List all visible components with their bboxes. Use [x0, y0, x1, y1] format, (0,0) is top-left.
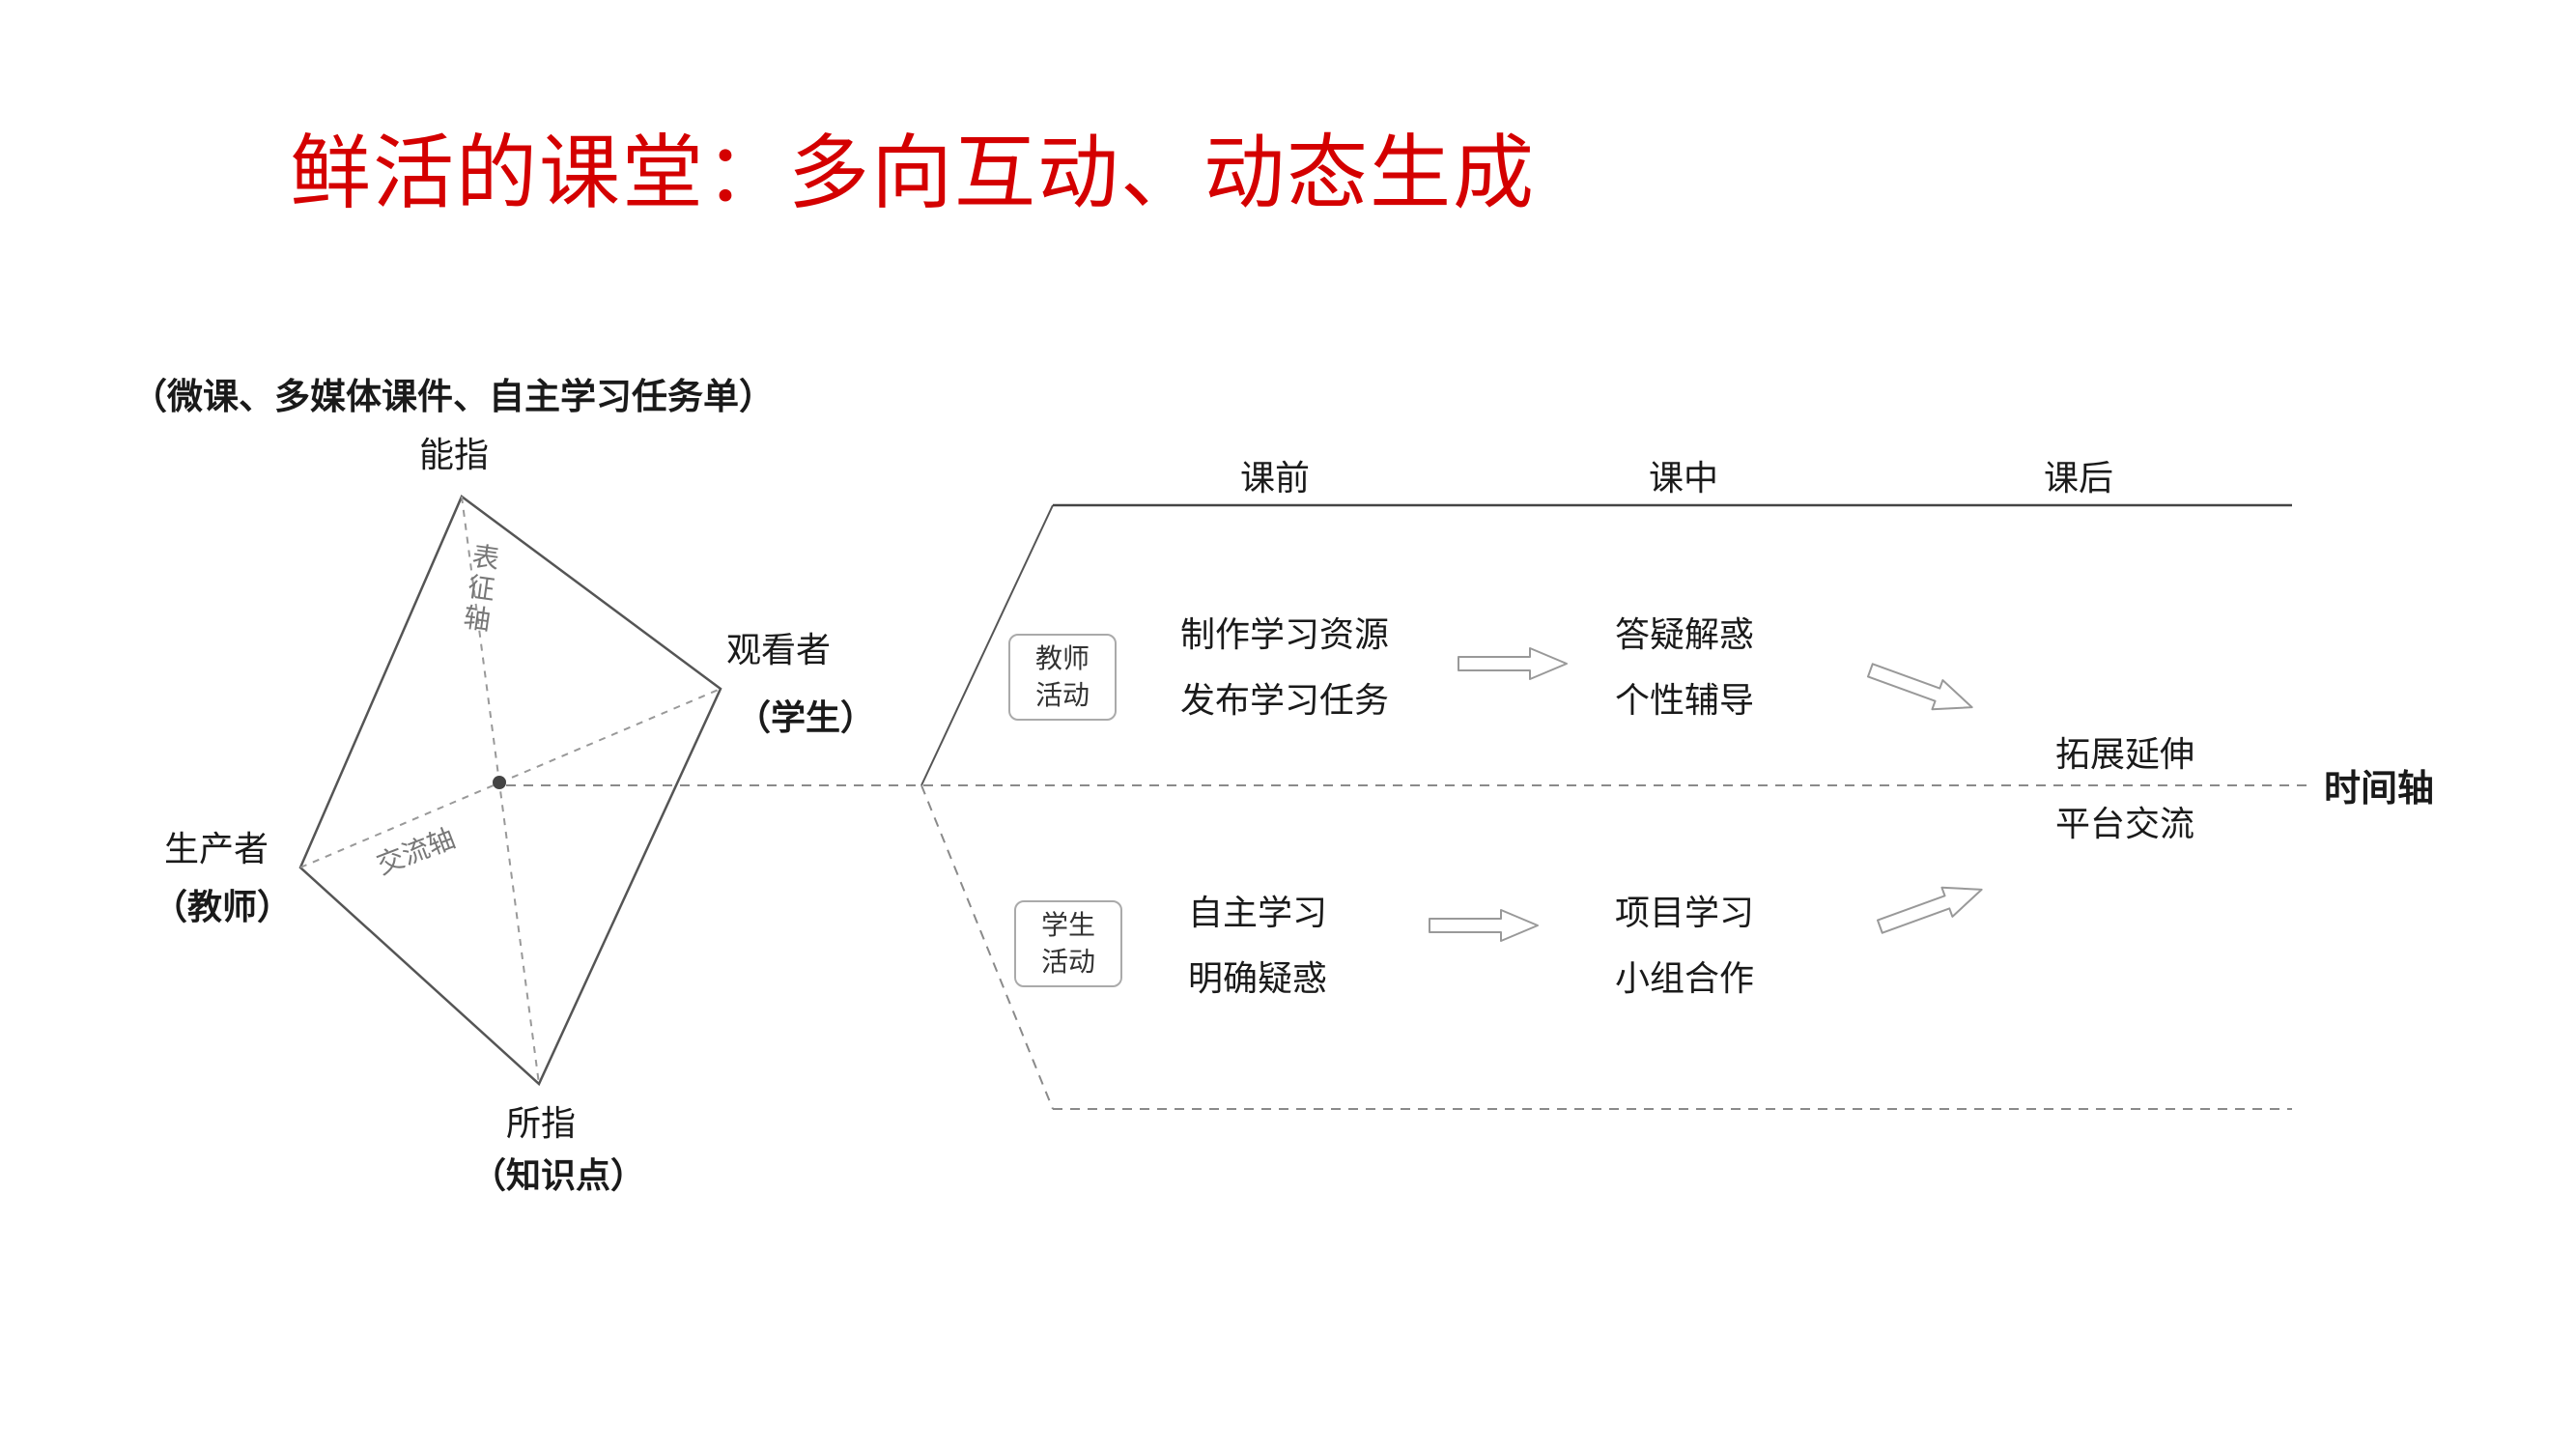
teacher-mid-to-post-arrow-icon: [1866, 663, 1973, 711]
teacher-activity-box: 教师 活动: [1008, 634, 1117, 721]
diamond-top-note: （微课、多媒体课件、自主学习任务单）: [131, 377, 775, 416]
student-mid-activity-line1: 项目学习: [1615, 893, 1755, 932]
diamond-left-vertex-label: 生产者: [164, 829, 269, 868]
diamond-bottom-vertex-label: 所指: [505, 1103, 577, 1143]
student-pre-to-mid-arrow-icon: [1429, 909, 1539, 942]
teacher-activity-label-line2: 活动: [1034, 680, 1090, 710]
teacher-mid-activity-line2: 个性辅导: [1615, 680, 1755, 720]
time-axis-label: 时间轴: [2324, 769, 2435, 810]
diamond-right-vertex-label: 观看者: [726, 630, 832, 669]
post-activity-line1: 拓展延伸: [2055, 734, 2195, 774]
diamond-outline: [298, 495, 722, 1087]
phase-header-after-class: 课后: [2043, 458, 2114, 498]
fan-bottom-connector: [920, 784, 1054, 1110]
phase-header-before-class: 课前: [1239, 458, 1311, 498]
student-mid-to-post-arrow-icon: [1876, 886, 1983, 934]
student-activity-box: 学生 活动: [1014, 900, 1122, 987]
post-activity-line2: 平台交流: [2055, 804, 2195, 843]
diamond-representation-axis-line: [461, 496, 540, 1085]
diamond-bottom-vertex-sublabel: （知识点）: [470, 1155, 646, 1195]
student-activity-label-line2: 活动: [1040, 947, 1095, 977]
diamond-top-vertex-label: 能指: [418, 435, 490, 474]
teacher-mid-activity-line1: 答疑解惑: [1615, 614, 1755, 654]
teacher-pre-to-mid-arrow-icon: [1458, 647, 1568, 680]
diamond-left-vertex-sublabel: （教师）: [153, 887, 293, 926]
phase-header-during-class: 课中: [1648, 458, 1719, 498]
student-pre-activity-line2: 明确疑惑: [1188, 958, 1328, 998]
page-title: 鲜活的课堂：多向互动、动态生成: [290, 129, 1537, 219]
student-mid-activity-line2: 小组合作: [1615, 958, 1755, 998]
teacher-pre-activity-line1: 制作学习资源: [1180, 614, 1390, 654]
student-activity-label-line1: 学生: [1040, 910, 1095, 941]
diamond-center-dot: [493, 776, 506, 789]
teacher-activity-label-line1: 教师: [1034, 643, 1090, 674]
teacher-pre-activity-line2: 发布学习任务: [1180, 680, 1390, 720]
diamond-communication-axis-line: [299, 688, 722, 868]
student-pre-activity-line1: 自主学习: [1188, 893, 1328, 932]
diamond-right-vertex-sublabel: （学生）: [736, 697, 876, 737]
fan-top-connector: [920, 504, 1054, 786]
